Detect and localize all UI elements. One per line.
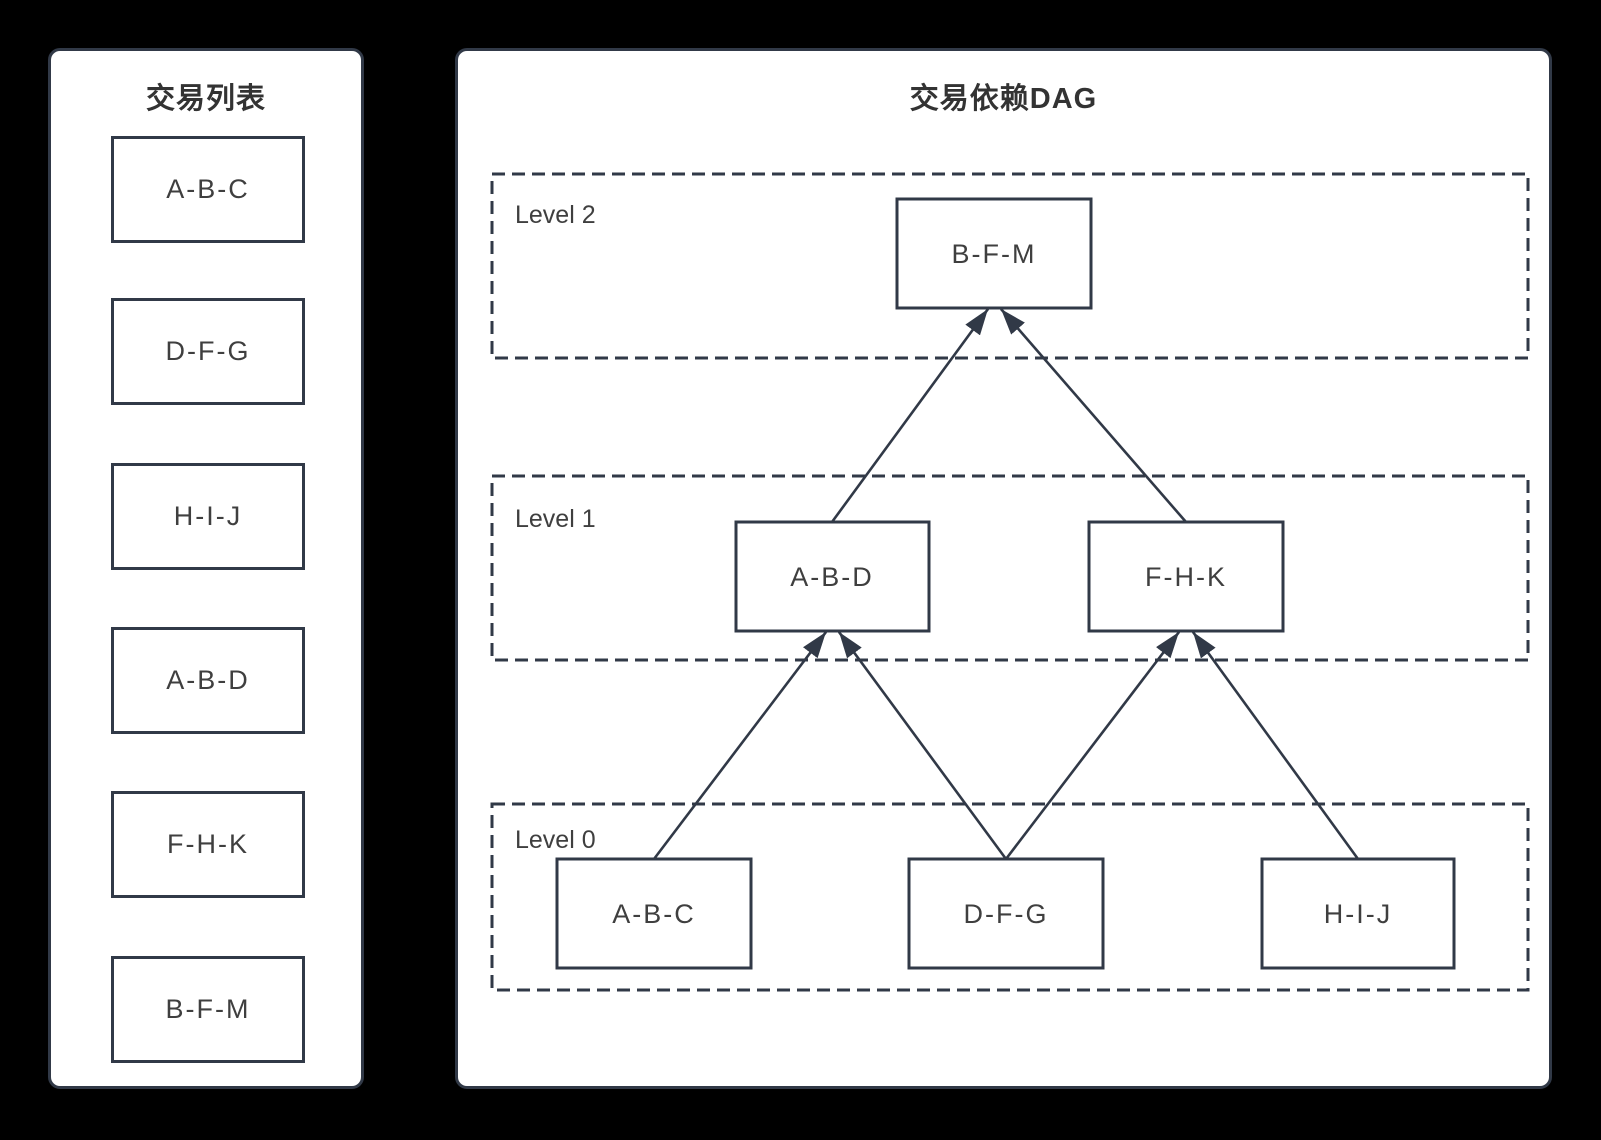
transaction-list-panel: 交易列表 A-B-C D-F-G H-I-J A-B-D F-H-K B-F-M <box>48 48 364 1089</box>
edge-hij-to-fhk <box>1191 631 1360 860</box>
level-2-label: Level 2 <box>515 201 596 229</box>
dag-node-dfg-label: D-F-G <box>964 899 1049 929</box>
dag-node-abd <box>734 520 931 633</box>
edge-dfg-to-fhk <box>1004 631 1181 860</box>
dag-node-hij <box>1260 857 1456 970</box>
level-0-band <box>490 802 1530 992</box>
dag-node-abc <box>555 857 753 970</box>
dag-node-bfm <box>895 197 1093 310</box>
dag-node-fhk <box>1087 520 1285 633</box>
dag-node-fhk-label: F-H-K <box>1145 562 1227 592</box>
level-1-label: Level 1 <box>515 505 596 533</box>
dag-title: 交易依赖DAG <box>909 83 1098 115</box>
dag-diagram: Level 2 Level 1 Level 0 B-F-M A-B-D F-H-… <box>490 172 1530 992</box>
dag-node-abc-label: A-B-C <box>612 899 696 929</box>
dag-panel: 交易依赖DAG Level 2 Level 1 Level 0 B-F-M A-… <box>455 48 1552 1089</box>
edge-abd-to-bfm <box>830 308 990 523</box>
edge-abc-to-abd <box>652 631 828 860</box>
dag-node-dfg <box>907 857 1105 970</box>
edge-dfg-to-abd <box>837 631 1008 860</box>
transaction-list-title: 交易列表 <box>145 83 266 115</box>
transaction-list-item: H-I-J <box>111 463 305 570</box>
edge-fhk-to-bfm <box>1000 308 1187 523</box>
transaction-list-item: A-B-C <box>111 136 305 243</box>
transaction-list-item: D-F-G <box>111 298 305 405</box>
dag-node-bfm-label: B-F-M <box>952 239 1037 269</box>
dag-node-hij-label: H-I-J <box>1324 899 1392 929</box>
dag-node-abd-label: A-B-D <box>790 562 874 592</box>
transaction-list-item: A-B-D <box>111 627 305 734</box>
level-1-band <box>490 474 1530 662</box>
level-2-band <box>490 172 1530 360</box>
transaction-list-item: B-F-M <box>111 956 305 1063</box>
level-0-label: Level 0 <box>515 826 596 854</box>
transaction-list-item: F-H-K <box>111 791 305 898</box>
